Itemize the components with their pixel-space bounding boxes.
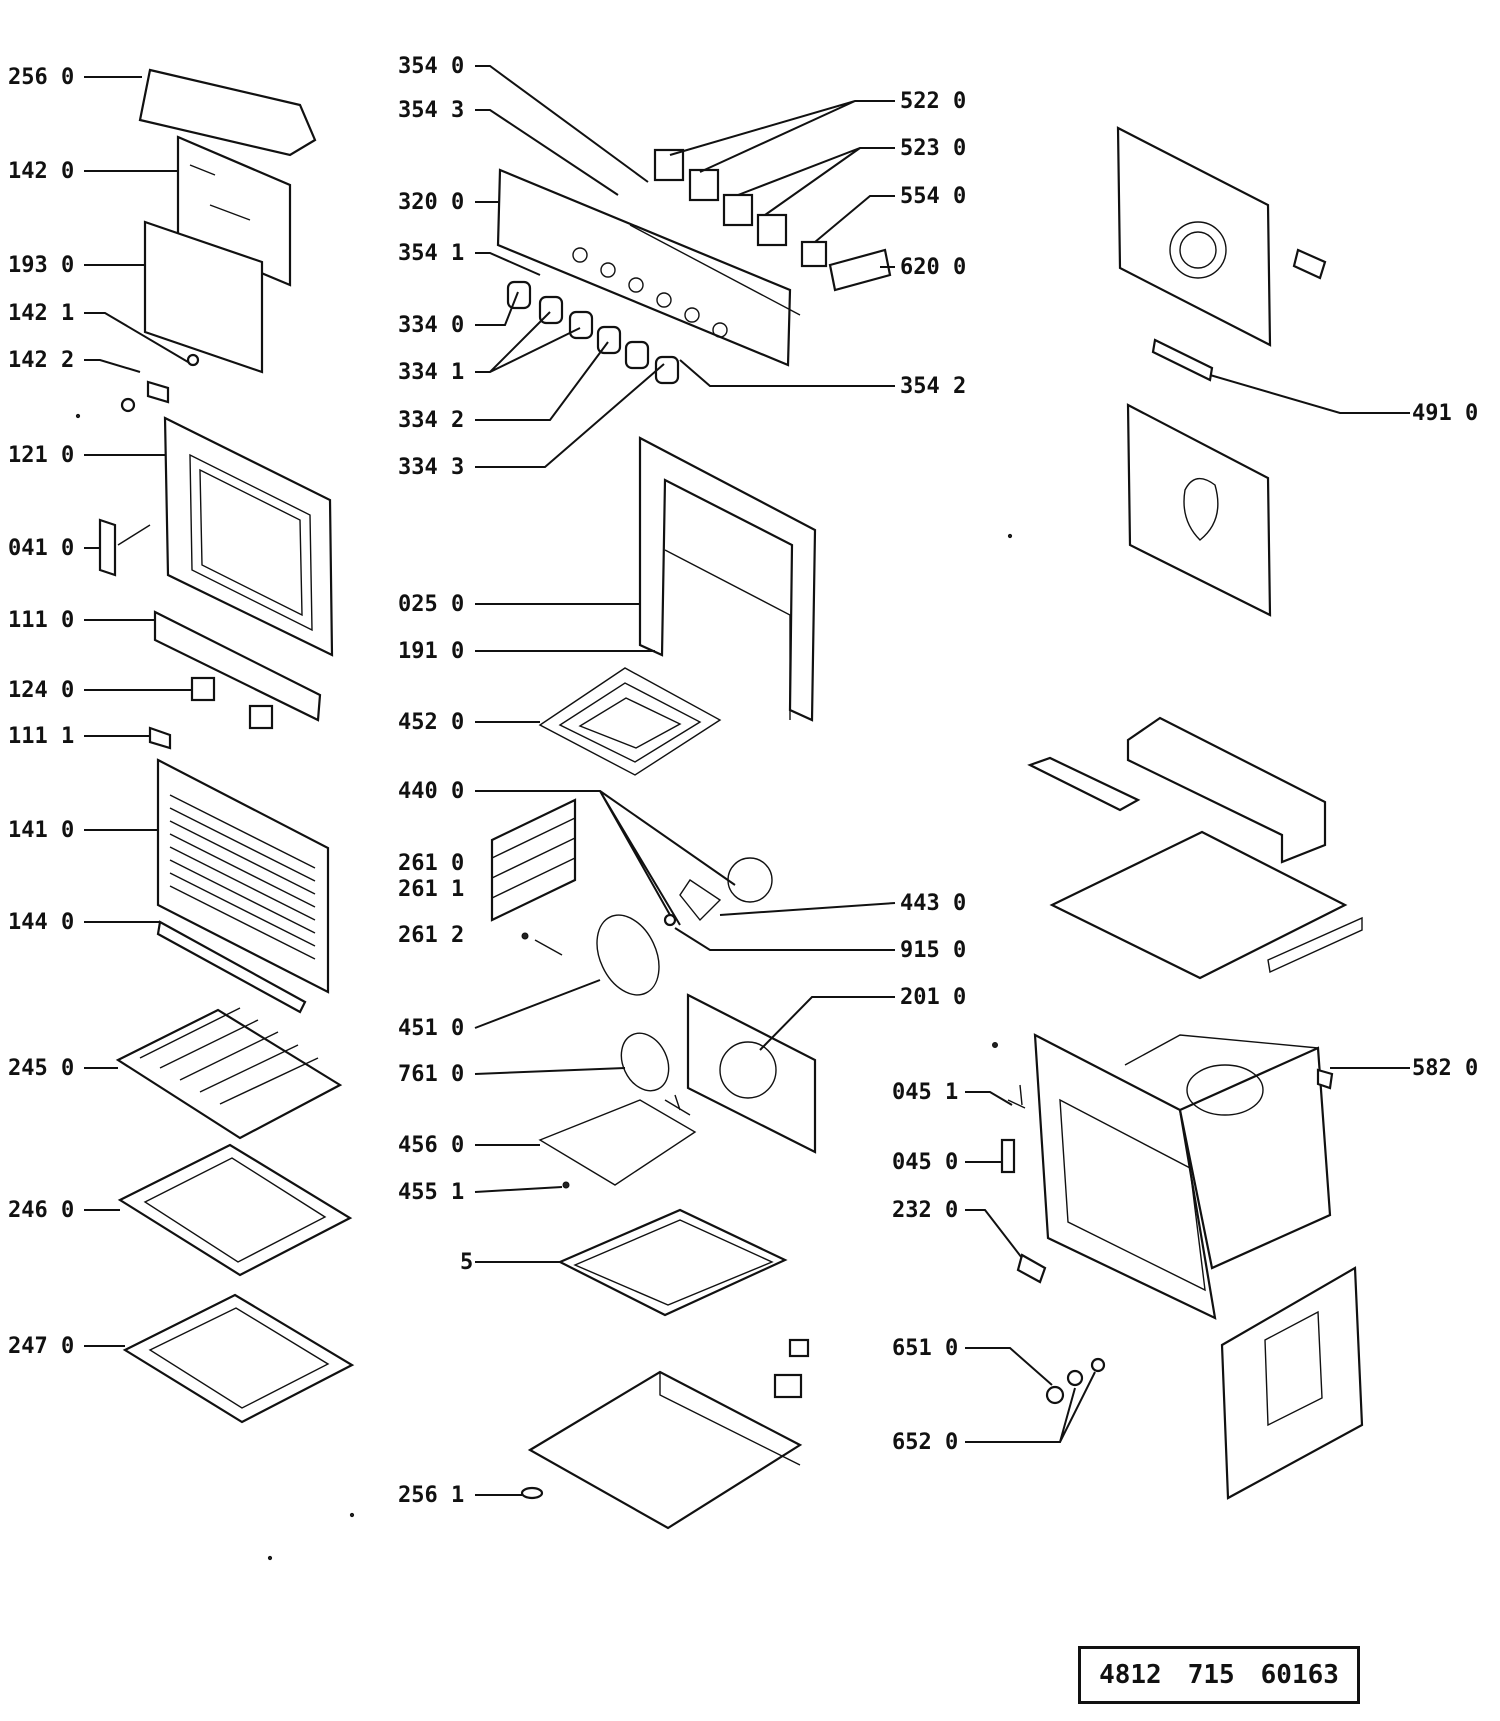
label-455-1: 455 1 [398,1180,464,1205]
label-144-0: 144 0 [8,910,74,935]
label-045-1: 045 1 [892,1080,958,1105]
label-025-0: 025 0 [398,592,464,617]
label-261-1: 261 1 [398,877,464,902]
label-121-0: 121 0 [8,443,74,468]
document-code-box: 4812 715 60163 [1078,1646,1360,1704]
label-124-0: 124 0 [8,678,74,703]
label-142-0: 142 0 [8,159,74,184]
label-247-0: 247 0 [8,1334,74,1359]
label-582-0: 582 0 [1412,1056,1478,1081]
label-141-0: 141 0 [8,818,74,843]
code-part-1: 4812 [1099,1660,1162,1690]
label-256-0: 256 0 [8,65,74,90]
label-256-1: 256 1 [398,1483,464,1508]
label-491-0: 491 0 [1412,401,1478,426]
label-652-0: 652 0 [892,1430,958,1455]
label-261-0: 261 0 [398,851,464,876]
parts-drawing [75,68,1364,1561]
label-456-0: 456 0 [398,1133,464,1158]
label-915-0: 915 0 [900,938,966,963]
label-320-0: 320 0 [398,190,464,215]
label-111-0: 111 0 [8,608,74,633]
label-191-0: 191 0 [398,639,464,664]
code-part-3: 60163 [1260,1660,1339,1690]
label-452-0: 452 0 [398,710,464,735]
label-522-0: 522 0 [900,89,966,114]
label-620-0: 620 0 [900,255,966,280]
label-142-2: 142 2 [8,348,74,373]
label-334-3: 334 3 [398,455,464,480]
label-5: 5 [460,1250,473,1275]
label-334-0: 334 0 [398,313,464,338]
label-354-0: 354 0 [398,54,464,79]
label-554-0: 554 0 [900,184,966,209]
label-354-1: 354 1 [398,241,464,266]
label-045-0: 045 0 [892,1150,958,1175]
label-651-0: 651 0 [892,1336,958,1361]
label-451-0: 451 0 [398,1016,464,1041]
label-142-1: 142 1 [8,301,74,326]
label-041-0: 041 0 [8,536,74,561]
label-523-0: 523 0 [900,136,966,161]
label-443-0: 443 0 [900,891,966,916]
label-201-0: 201 0 [900,985,966,1010]
label-232-0: 232 0 [892,1198,958,1223]
label-246-0: 246 0 [8,1198,74,1223]
label-440-0: 440 0 [398,779,464,804]
label-354-3: 354 3 [398,98,464,123]
leader-lines [84,65,1410,1496]
label-761-0: 761 0 [398,1062,464,1087]
label-334-2: 334 2 [398,408,464,433]
label-354-2: 354 2 [900,374,966,399]
label-261-2: 261 2 [398,923,464,948]
label-111-1: 111 1 [8,724,74,749]
part-labels: 256 0 142 0 193 0 142 1 142 2 121 0 041 … [8,54,1478,1508]
code-part-2: 715 [1187,1660,1235,1690]
label-334-1: 334 1 [398,360,464,385]
label-193-0: 193 0 [8,253,74,278]
label-245-0: 245 0 [8,1056,74,1081]
